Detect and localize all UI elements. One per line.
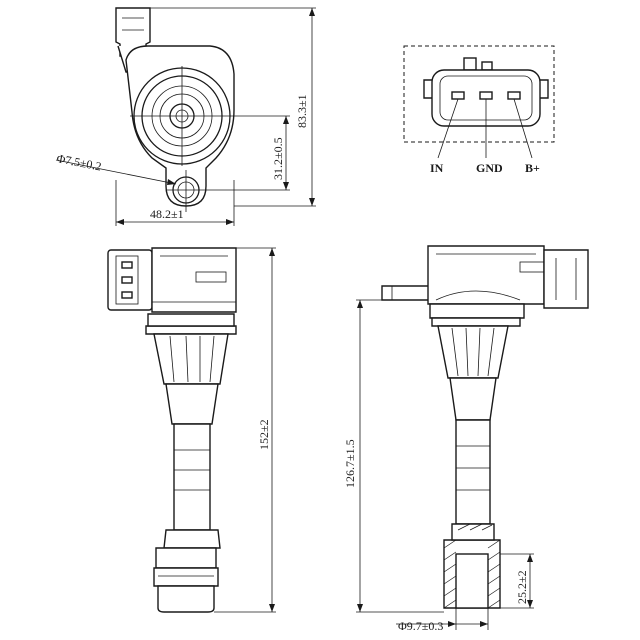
width-label: 48.2±1: [150, 207, 184, 221]
boot-length-label: 25.2±2: [515, 570, 529, 604]
top-height-label: 83.3±1: [295, 94, 309, 128]
pin-label-bplus: B+: [525, 161, 540, 175]
total-length-label: 152±2: [257, 419, 271, 450]
front-view: [107, 247, 276, 613]
side-length-label: 126.7±1.5: [343, 439, 357, 488]
pin-label-gnd: GND: [476, 161, 503, 175]
boss-height-label: 31.2±0.5: [271, 137, 285, 180]
tip-diameter-label: Φ9.7±0.3: [398, 619, 443, 633]
top-view: [55, 7, 316, 226]
hole-diameter-label: Φ7.5±0.2: [55, 151, 102, 173]
pin-label-in: IN: [430, 161, 444, 175]
connector-detail: [403, 45, 555, 159]
side-view: [356, 245, 589, 630]
